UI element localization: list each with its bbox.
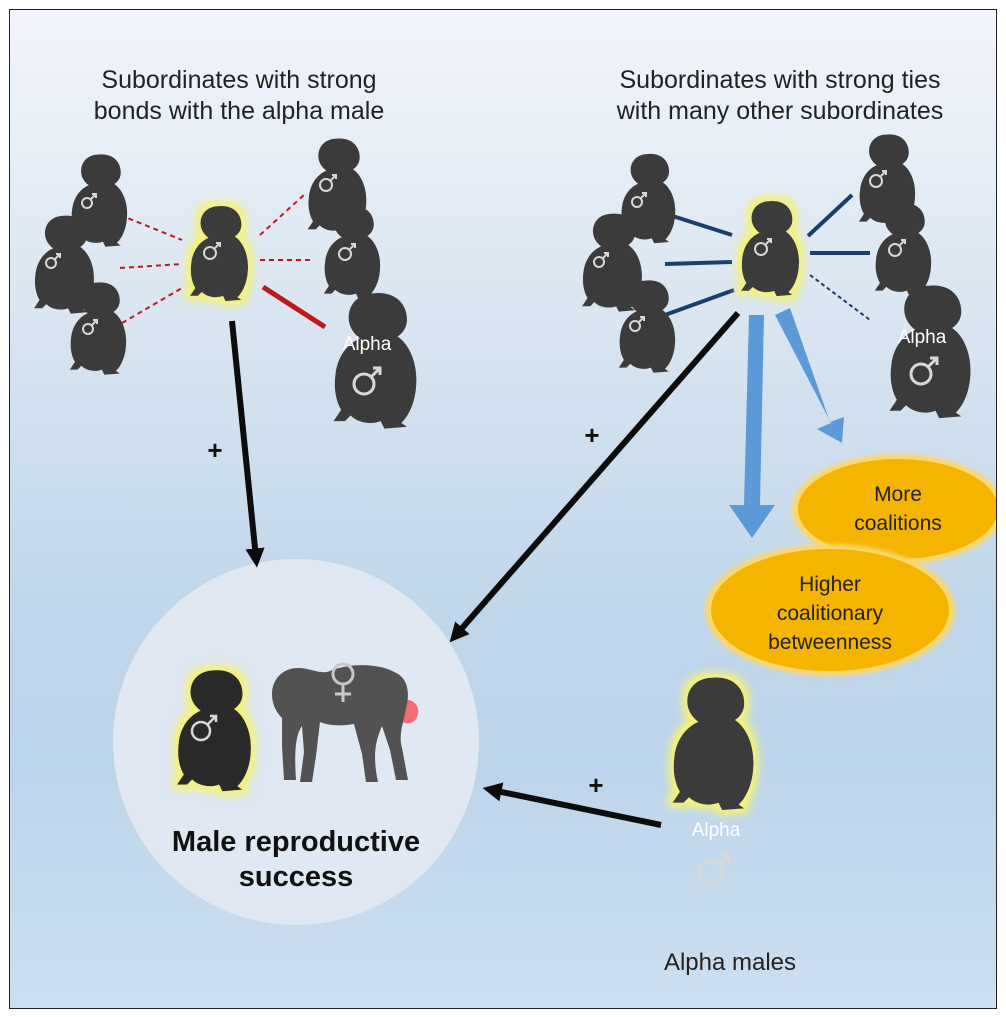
tie-strong xyxy=(806,193,854,238)
male-symbol-icon xyxy=(754,238,772,256)
female-symbol-icon xyxy=(331,662,355,702)
male-symbol-icon xyxy=(190,714,218,742)
chimp-alpha-highlighted xyxy=(672,677,754,811)
male-symbol-icon xyxy=(82,319,98,335)
tie-dashed xyxy=(121,287,183,324)
header-right-line2: with many other subordinates xyxy=(616,97,944,125)
male-symbol-icon xyxy=(319,174,337,192)
alpha-male-chimp xyxy=(672,677,754,811)
alpha-label-right: Alpha xyxy=(897,327,947,348)
oval-more-coalitions-text: More coalitions xyxy=(838,480,958,538)
tie-dashed xyxy=(119,263,183,269)
arrow-to-betweenness xyxy=(729,315,775,538)
male-symbol-icon xyxy=(338,243,356,261)
left-cluster-chimps xyxy=(34,138,417,429)
tie-dashed xyxy=(259,193,306,236)
tie-strong xyxy=(664,288,735,317)
diagram-frame: Subordinates with strong bonds with the … xyxy=(9,9,997,1009)
header-left-line1: Subordinates with strong xyxy=(101,66,377,94)
male-symbol-icon xyxy=(869,170,887,188)
male-symbol-icon xyxy=(697,853,731,887)
arrow-alpha-to-success xyxy=(482,782,662,828)
male-symbol-icon xyxy=(888,239,906,257)
male-symbol-icon xyxy=(81,193,97,209)
header-left-line2: bonds with the alpha male xyxy=(93,97,385,125)
female-chimp-silhouette xyxy=(272,665,408,782)
chimp-alpha xyxy=(889,285,971,419)
center-title: Male reproductive success xyxy=(146,825,446,895)
oval-coalitions-line2: coalitions xyxy=(854,512,942,535)
male-symbol-icon xyxy=(629,316,645,332)
tie-weak-alpha xyxy=(809,274,871,321)
chimp-focal-highlighted xyxy=(740,200,800,297)
header-left: Subordinates with strong bonds with the … xyxy=(86,65,392,127)
header-right: Subordinates with strong ties with many … xyxy=(590,65,970,127)
blue-arrows xyxy=(729,308,844,538)
male-symbol-icon xyxy=(45,253,61,269)
arrow-to-coalitions xyxy=(775,308,844,443)
male-symbol-icon xyxy=(909,356,939,386)
tie-strong-alpha xyxy=(261,284,327,330)
oval-higher-betweenness-text: Higher coalitionary betweenness xyxy=(740,570,920,657)
arrow-right-to-success xyxy=(449,311,741,643)
male-symbol-icon xyxy=(631,192,647,208)
chimp-alpha xyxy=(333,293,417,429)
center-title-line2: success xyxy=(238,861,354,893)
male-symbol-icon xyxy=(352,366,382,396)
oval-betweenness-line1: Higher xyxy=(799,573,861,596)
center-title-line1: Male reproductive xyxy=(171,826,421,858)
black-arrows xyxy=(229,311,741,828)
oval-betweenness-line2: coalitionary xyxy=(776,602,884,625)
arrow-left-to-success xyxy=(229,320,265,568)
tie-strong xyxy=(664,260,733,266)
male-symbol-icon xyxy=(203,242,221,260)
header-right-line1: Subordinates with strong ties xyxy=(619,66,941,94)
alpha-label-bottom: Alpha xyxy=(691,820,741,841)
oval-coalitions-line1: More xyxy=(874,483,922,506)
male-symbol-icon xyxy=(593,252,609,268)
oval-more-coalitions xyxy=(798,459,996,559)
diagram-canvas xyxy=(34,134,996,925)
outcome-ovals xyxy=(705,454,996,676)
plus-sign-left: + xyxy=(207,435,223,465)
tie-dashed xyxy=(119,214,183,241)
left-tie-lines xyxy=(119,193,327,330)
alpha-label-left: Alpha xyxy=(342,334,392,355)
plus-sign-right: + xyxy=(584,420,600,450)
oval-betweenness-line3: betweenness xyxy=(768,631,892,654)
center-female-chimp xyxy=(272,665,419,782)
male-symbols xyxy=(45,170,939,887)
plus-sign-bottom: + xyxy=(588,770,604,800)
oval-higher-betweenness xyxy=(711,549,949,671)
footer-alpha-males: Alpha males xyxy=(663,949,797,976)
chimp-focal-highlighted xyxy=(189,205,249,302)
